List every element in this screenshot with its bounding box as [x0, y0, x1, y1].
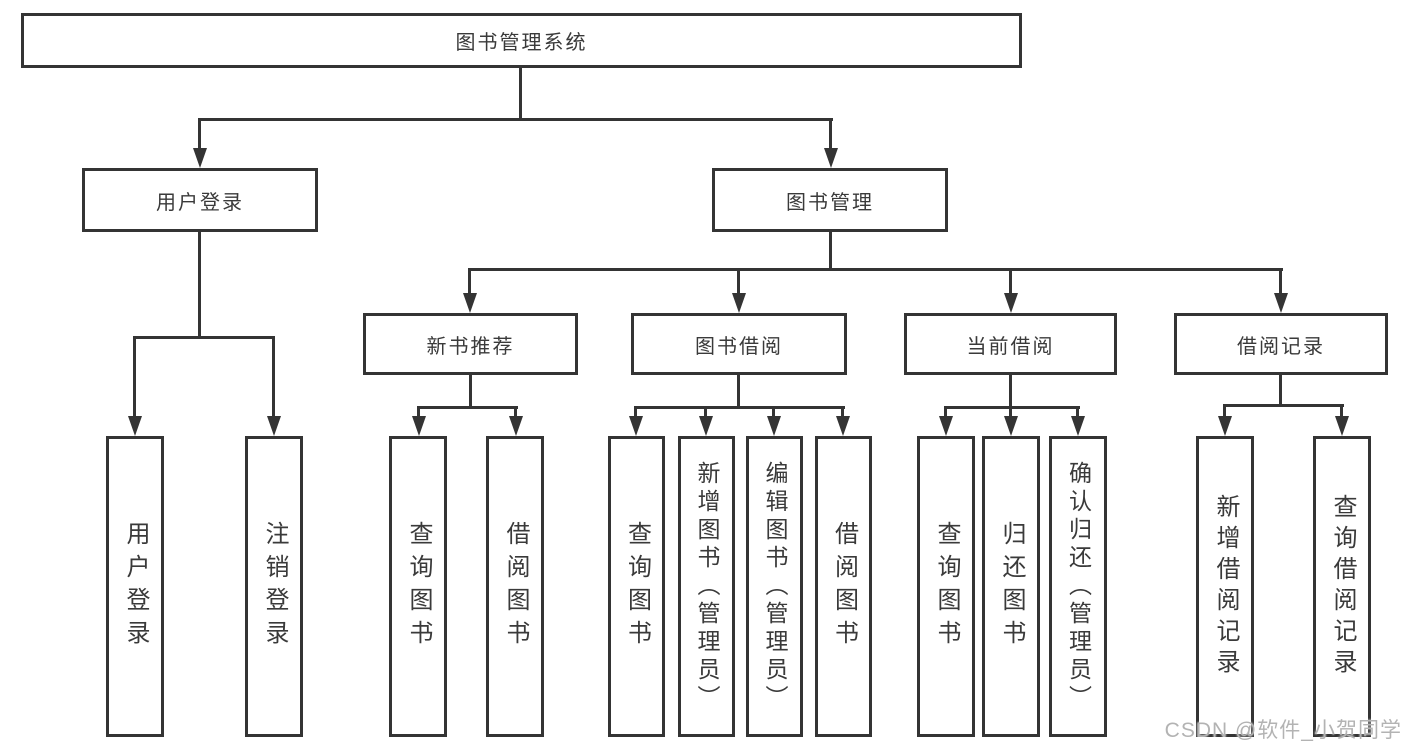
connector-login-stem — [198, 232, 201, 336]
arrow-down-current-confirm — [1071, 416, 1085, 436]
connector-recommend-drop-2 — [514, 406, 517, 418]
node-user-login-label: 用户登录 — [156, 191, 244, 214]
connector-borrow-drop-3 — [772, 406, 775, 418]
arrow-down-current-return — [1004, 416, 1018, 436]
leaf-return-books: 归还图书 — [982, 436, 1040, 737]
csdn-watermark: CSDN @软件_小贺同学 — [1164, 719, 1402, 742]
connector-current-drop-1 — [944, 406, 947, 418]
arrow-down-to-current-borrow — [1004, 293, 1018, 313]
leaf-borrow-books-label: 借阅图书 — [830, 520, 858, 653]
connector-records-drop-1 — [1223, 404, 1226, 418]
node-current-borrow-label: 当前借阅 — [966, 335, 1055, 358]
connector-manage-crossbar — [468, 268, 1283, 271]
arrow-down-borrow-borrow — [836, 416, 850, 436]
connector-records-drop-2 — [1340, 404, 1343, 418]
leaf-add-books-admin-label: 新增图书（管理员） — [694, 460, 720, 713]
arrow-down-recommend-query — [412, 416, 426, 436]
node-root: 图书管理系统 — [21, 13, 1022, 68]
node-root-label: 图书管理系统 — [455, 32, 588, 54]
connector-current-drop-2 — [1009, 406, 1012, 418]
arrow-down-borrow-query — [629, 416, 643, 436]
arrow-down-to-leaf-user-login — [128, 416, 142, 436]
connector-manage-drop-4 — [1279, 268, 1282, 294]
connector-records-stem — [1279, 375, 1282, 406]
connector-manage-drop-3 — [1009, 268, 1012, 294]
leaf-user-login: 用户登录 — [106, 436, 164, 737]
connector-borrow-stem — [737, 375, 740, 408]
arrow-down-to-book-management — [824, 148, 838, 168]
leaf-logout-label: 注销登录 — [261, 520, 288, 653]
connector-login-crossbar — [133, 336, 275, 339]
node-book-management: 图书管理 — [712, 168, 948, 232]
leaf-borrow-query-books-label: 查询图书 — [623, 520, 651, 653]
connector-root-drop-left — [198, 118, 201, 150]
arrow-down-borrow-edit — [767, 416, 781, 436]
connector-root-stem — [519, 68, 522, 120]
node-borrow-records-label: 借阅记录 — [1237, 335, 1325, 358]
leaf-add-books-admin: 新增图书（管理员） — [678, 436, 735, 737]
arrow-down-records-query — [1335, 416, 1349, 436]
node-book-borrow-label: 图书借阅 — [695, 335, 783, 358]
connector-borrow-crossbar — [634, 406, 845, 409]
connector-root-drop-right — [829, 118, 832, 150]
leaf-recommend-borrow-books: 借阅图书 — [486, 436, 544, 737]
connector-manage-drop-2 — [737, 268, 740, 294]
arrow-down-borrow-add — [699, 416, 713, 436]
leaf-edit-books-admin-label: 编辑图书（管理员） — [762, 460, 788, 713]
connector-borrow-drop-1 — [634, 406, 637, 418]
node-current-borrow: 当前借阅 — [904, 313, 1117, 375]
connector-recommend-stem — [469, 375, 472, 408]
arrow-down-current-query — [939, 416, 953, 436]
node-user-login: 用户登录 — [82, 168, 318, 232]
node-book-management-label: 图书管理 — [786, 191, 874, 214]
leaf-recommend-borrow-books-label: 借阅图书 — [502, 520, 529, 653]
arrow-down-to-new-book-recommend — [463, 293, 477, 313]
arrow-down-recommend-borrow — [509, 416, 523, 436]
connector-borrow-drop-4 — [841, 406, 844, 418]
connector-current-crossbar — [944, 406, 1080, 409]
leaf-recommend-query-books-label: 查询图书 — [405, 520, 432, 653]
leaf-query-borrow-record: 查询借阅记录 — [1313, 436, 1371, 737]
connector-borrow-drop-2 — [704, 406, 707, 418]
leaf-current-query-books: 查询图书 — [917, 436, 975, 737]
node-new-book-recommend-label: 新书推荐 — [426, 335, 515, 358]
leaf-confirm-return-admin: 确认归还（管理员） — [1049, 436, 1107, 737]
connector-manage-drop-1 — [468, 268, 471, 294]
leaf-add-borrow-record: 新增借阅记录 — [1196, 436, 1254, 737]
arrow-down-to-borrow-records — [1274, 293, 1288, 313]
leaf-current-query-books-label: 查询图书 — [933, 520, 960, 653]
connector-manage-stem — [829, 232, 832, 271]
leaf-add-borrow-record-label: 新增借阅记录 — [1212, 493, 1239, 680]
leaf-logout: 注销登录 — [245, 436, 303, 737]
connector-recommend-crossbar — [417, 406, 518, 409]
arrow-down-records-add — [1218, 416, 1232, 436]
arrow-down-to-leaf-logout — [267, 416, 281, 436]
leaf-edit-books-admin: 编辑图书（管理员） — [746, 436, 803, 737]
leaf-query-borrow-record-label: 查询借阅记录 — [1329, 493, 1356, 680]
connector-login-drop-2 — [272, 336, 275, 417]
leaf-borrow-query-books: 查询图书 — [608, 436, 665, 737]
connector-current-drop-3 — [1076, 406, 1079, 418]
connector-recommend-drop-1 — [417, 406, 420, 418]
leaf-recommend-query-books: 查询图书 — [389, 436, 447, 737]
node-new-book-recommend: 新书推荐 — [363, 313, 578, 375]
node-borrow-records: 借阅记录 — [1174, 313, 1388, 375]
connector-current-stem — [1009, 375, 1012, 408]
leaf-confirm-return-admin-label: 确认归还（管理员） — [1065, 460, 1092, 713]
arrow-down-to-book-borrow — [732, 293, 746, 313]
node-book-borrow: 图书借阅 — [631, 313, 847, 375]
connector-login-drop-1 — [133, 336, 136, 417]
arrow-down-to-user-login — [193, 148, 207, 168]
leaf-return-books-label: 归还图书 — [998, 520, 1025, 653]
connector-records-crossbar — [1223, 404, 1344, 407]
connector-root-crossbar — [198, 118, 833, 121]
leaf-borrow-books: 借阅图书 — [815, 436, 872, 737]
leaf-user-login-label: 用户登录 — [122, 520, 149, 653]
